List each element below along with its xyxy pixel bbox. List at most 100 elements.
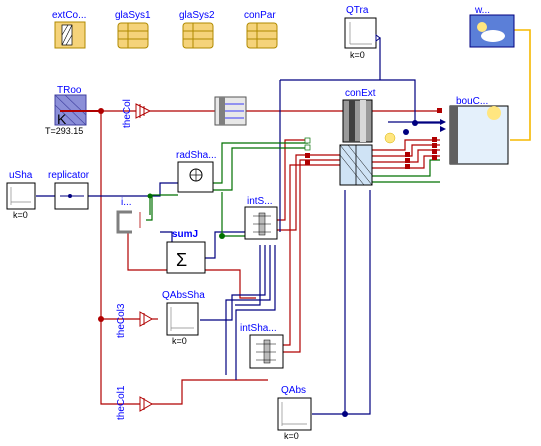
conpar-record[interactable]: conPar <box>244 10 278 49</box>
weather-wire <box>510 29 531 141</box>
qabssha-box <box>166 302 199 336</box>
qtra-block[interactable]: QTra k=0 <box>344 5 381 60</box>
sun-icon <box>384 132 396 144</box>
troo-t-label: T=293.15 <box>45 126 83 136</box>
junctions <box>98 108 348 417</box>
bouc-label: bouC... <box>456 96 488 107</box>
intsha-label: intSha... <box>240 323 277 334</box>
bouc-block[interactable]: bouC... <box>449 96 509 165</box>
glasys1-record[interactable]: glaSys1 <box>115 10 151 49</box>
collector-icon <box>139 396 153 412</box>
wires <box>36 29 531 415</box>
conext-bouc-wire-4 <box>372 149 440 163</box>
radsha-label: radSha... <box>176 150 217 161</box>
intsha-signal-wire-2 <box>235 245 276 380</box>
ints-to-conext-wire <box>277 139 310 221</box>
troo-vertical-wire <box>100 111 140 405</box>
bouc-ports <box>304 108 446 169</box>
sum-icon: Σ <box>176 250 187 270</box>
qabs-box <box>277 397 312 431</box>
thecol3-block[interactable]: theCol3 <box>116 303 153 338</box>
qtra-k-label: k=0 <box>350 50 365 60</box>
troo-block[interactable]: K TRoo T=293.15 <box>45 85 100 136</box>
intsha-to-conext-wire <box>277 159 340 353</box>
intsha-block[interactable]: intSha... <box>240 323 284 369</box>
extco-label: extCo... <box>52 10 86 21</box>
weather-block[interactable]: w... <box>469 5 515 48</box>
glasys2-label: glaSys2 <box>179 10 215 21</box>
replicator-to-radsha-wire <box>88 182 178 197</box>
radsha-to-conext-wire <box>213 142 308 184</box>
junction-dot <box>403 129 409 135</box>
usha-label: uSha <box>9 170 33 181</box>
junction-dot <box>342 411 348 417</box>
sumj-block[interactable]: Σ sumJ <box>166 229 206 274</box>
troo-k-label: K <box>57 111 67 127</box>
ints-label: intS... <box>247 196 273 207</box>
qabssha-wire-2 <box>235 245 261 306</box>
junction-dot <box>219 233 225 239</box>
cloud-icon <box>481 30 505 42</box>
i-to-intsha-wire <box>127 232 256 299</box>
i-block[interactable]: i... <box>116 197 141 234</box>
extco-record[interactable]: extCo... <box>52 10 86 49</box>
weather-label: w... <box>474 5 490 16</box>
qabssha-block[interactable]: QAbsSha k=0 <box>162 290 205 346</box>
replicator-label: replicator <box>48 170 90 181</box>
radsha-to-conext-wire-2 <box>213 147 308 191</box>
qabs-wire <box>312 190 346 415</box>
i-label: i... <box>121 197 132 208</box>
intsha-signal-wire <box>225 245 271 375</box>
sun-icon <box>487 106 501 120</box>
troo-label: TRoo <box>57 85 82 96</box>
record-icon <box>182 22 214 49</box>
sumj-to-ints-wire <box>205 231 245 259</box>
qabs-label: QAbs <box>281 385 306 396</box>
glasys2-record[interactable]: glaSys2 <box>179 10 215 49</box>
qabs-k-label: k=0 <box>284 431 299 441</box>
radsha-block[interactable]: radSha... <box>176 150 217 193</box>
junction-dot <box>98 108 104 114</box>
sumj-label: sumJ <box>172 229 198 240</box>
conext-bouc-wire-3 <box>372 144 440 157</box>
qtra-wire <box>280 79 416 123</box>
intsha-to-conext-wire-2 <box>283 164 340 346</box>
usha-k-label: k=0 <box>13 210 28 220</box>
junction-dot <box>412 120 418 126</box>
record-icon <box>117 22 149 49</box>
qabs-wire-2 <box>345 190 371 415</box>
replicator-block[interactable]: replicator <box>48 170 90 210</box>
sun-icon <box>477 22 487 32</box>
conpar-block[interactable] <box>214 96 247 126</box>
qabssha-label: QAbsSha <box>162 290 205 301</box>
thecol1-block[interactable]: theCol1 <box>116 385 153 420</box>
usha-block[interactable]: uSha k=0 <box>6 170 36 220</box>
collector-icon <box>135 103 152 119</box>
window-stack[interactable] <box>339 144 373 186</box>
glasys1-label: glaSys1 <box>115 10 151 21</box>
junction-dot <box>147 193 153 199</box>
junction-dot <box>98 316 104 322</box>
record-icon <box>246 22 278 49</box>
conext-block[interactable]: conExt <box>342 88 376 143</box>
qabssha-k-label: k=0 <box>172 336 187 346</box>
conext-box <box>342 99 373 143</box>
radsha-in-wire <box>149 194 178 215</box>
thecol-block[interactable]: theCol <box>122 99 152 128</box>
thecol-label: theCol <box>122 99 133 128</box>
qtra-label: QTra <box>346 5 369 16</box>
qabs-block[interactable]: QAbs k=0 <box>277 385 312 441</box>
thecol1-label: theCol1 <box>116 385 127 420</box>
qtra-out-wire <box>377 37 381 80</box>
ints-block[interactable]: intS... <box>244 196 278 240</box>
i-icon <box>116 210 132 234</box>
thecol1-to-intsha-wire <box>148 379 268 405</box>
qabssha-wire <box>200 245 266 321</box>
thecol3-label: theCol3 <box>116 303 127 338</box>
conext-label: conExt <box>345 88 376 99</box>
ints-to-conext-wire-2 <box>277 154 340 231</box>
green-to-i-wire <box>146 196 153 221</box>
collector-icon <box>139 311 153 327</box>
